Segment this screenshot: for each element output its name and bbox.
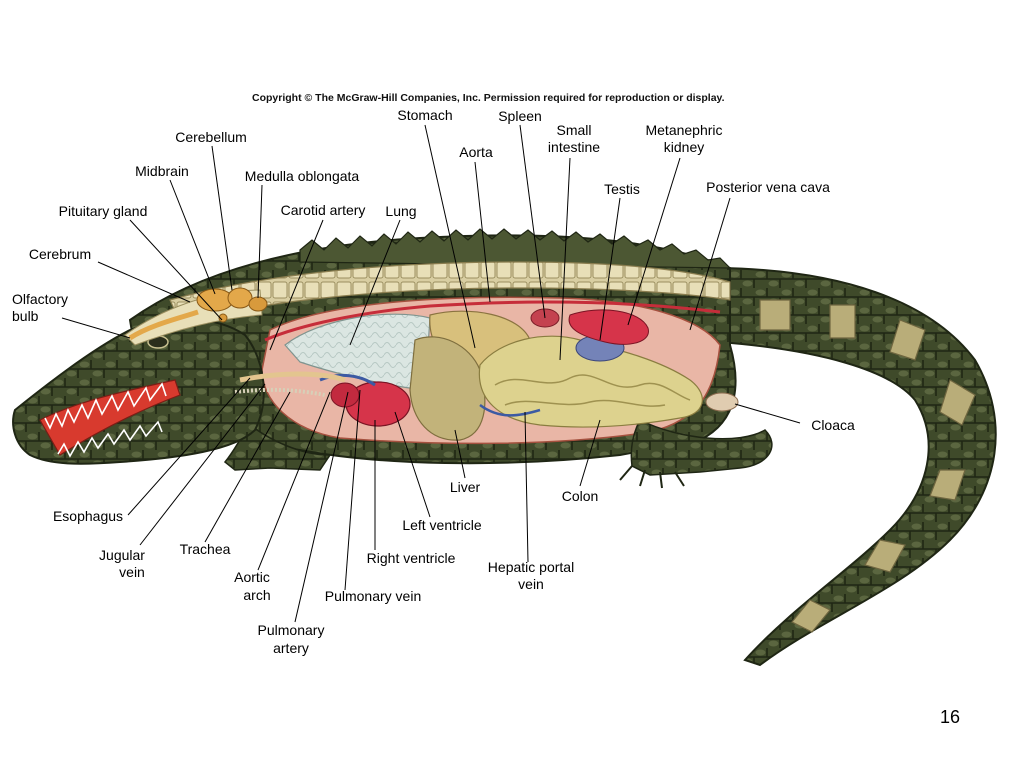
label-olfactory-bulb-line2: bulb <box>12 308 39 324</box>
label-carotid-artery: Carotid artery <box>280 202 366 218</box>
label-aortic-arch-line1: Aortic <box>234 569 270 585</box>
head <box>12 287 268 465</box>
label-left-ventricle: Left ventricle <box>402 517 482 533</box>
label-medulla-oblongata: Medulla oblongata <box>244 168 360 184</box>
label-small-intestine-line1: Small <box>556 122 592 138</box>
legs <box>223 419 773 489</box>
label-metanephric-kidney-line2: kidney <box>663 139 705 155</box>
label-midbrain: Midbrain <box>135 163 189 179</box>
label-pulmonary-vein: Pulmonary vein <box>324 588 422 604</box>
label-olfactory-bulb-line1: Olfactory <box>12 291 69 307</box>
label-right-ventricle: Right ventricle <box>366 550 456 566</box>
label-posterior-vena-cava: Posterior vena cava <box>706 179 830 195</box>
label-cerebrum: Cerebrum <box>28 246 92 262</box>
label-lung: Lung <box>385 203 417 219</box>
label-hepatic-portal-vein-line1: Hepatic portal <box>487 559 575 575</box>
label-pituitary-gland: Pituitary gland <box>58 203 148 219</box>
label-liver: Liver <box>449 479 481 495</box>
label-testis: Testis <box>604 181 640 197</box>
organs <box>234 300 739 441</box>
leader-lines <box>61 124 801 623</box>
label-aortic-arch-line2: arch <box>243 587 271 603</box>
label-jugular-vein-line1: Jugular <box>99 547 145 563</box>
label-esophagus: Esophagus <box>52 508 124 524</box>
label-spleen: Spleen <box>498 108 542 124</box>
label-metanephric-kidney-line1: Metanephric <box>645 122 723 138</box>
label-colon: Colon <box>561 488 599 504</box>
slide-number: 16 <box>940 707 961 727</box>
label-aorta: Aorta <box>459 144 493 160</box>
label-small-intestine-line2: intestine <box>547 139 601 155</box>
label-pulmonary-artery-line1: Pulmonary <box>257 622 325 638</box>
label-trachea: Trachea <box>179 541 231 557</box>
label-stomach: Stomach <box>397 107 453 123</box>
copyright-notice: Copyright © The McGraw-Hill Companies, I… <box>252 92 725 104</box>
label-pulmonary-artery-line2: artery <box>273 640 309 656</box>
label-cerebellum: Cerebellum <box>175 129 247 145</box>
label-jugular-vein-line2: vein <box>119 564 145 580</box>
label-hepatic-portal-vein-line2: vein <box>518 576 544 592</box>
label-cloaca: Cloaca <box>811 417 855 433</box>
tail <box>719 266 997 667</box>
